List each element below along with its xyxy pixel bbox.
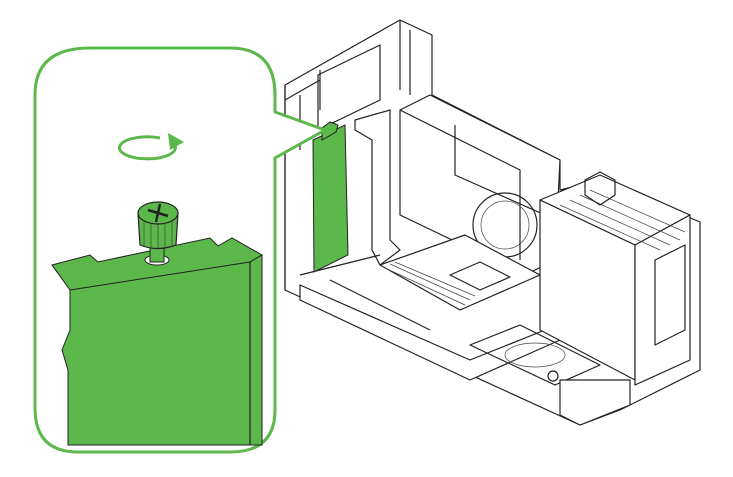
chassis-illustration bbox=[284, 19, 701, 426]
zoom-callout bbox=[33, 46, 329, 454]
bracket-closeup bbox=[51, 237, 264, 446]
rotate-clockwise-arrow-icon bbox=[117, 133, 184, 161]
expansion-bracket-highlight bbox=[312, 121, 349, 273]
thumbscrew-icon bbox=[137, 201, 179, 263]
